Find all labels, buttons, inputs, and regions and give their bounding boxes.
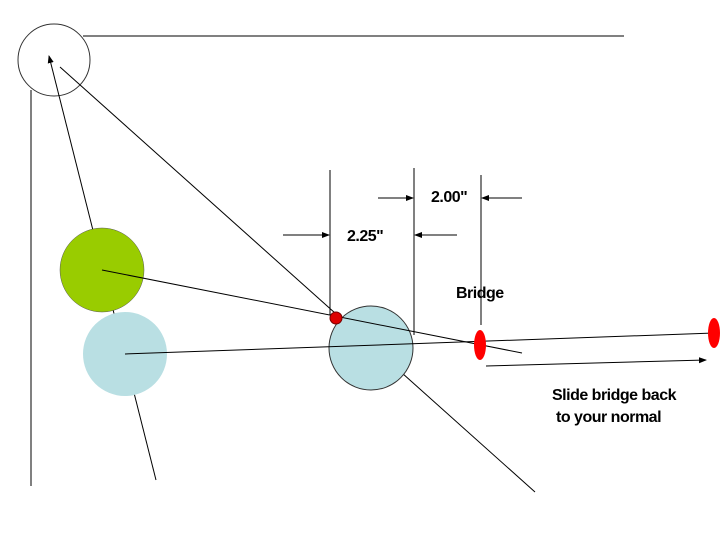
instruction-line-1: Slide bridge back (552, 387, 676, 404)
bridge-label: Bridge (456, 285, 504, 302)
dimension-label-225: 2.25" (347, 228, 384, 245)
object-ball-path (59, 66, 536, 493)
slide-arrow (485, 357, 707, 367)
bridge-marker-front (474, 330, 486, 360)
dimension-label-200: 2.00" (431, 189, 468, 206)
cue-line-blue (124, 332, 715, 355)
bridge-marker-back (708, 318, 720, 348)
cue-line-green (101, 269, 523, 354)
instruction-line-2: to your normal (556, 409, 662, 426)
contact-point (329, 311, 343, 325)
corner-pocket (17, 23, 91, 97)
